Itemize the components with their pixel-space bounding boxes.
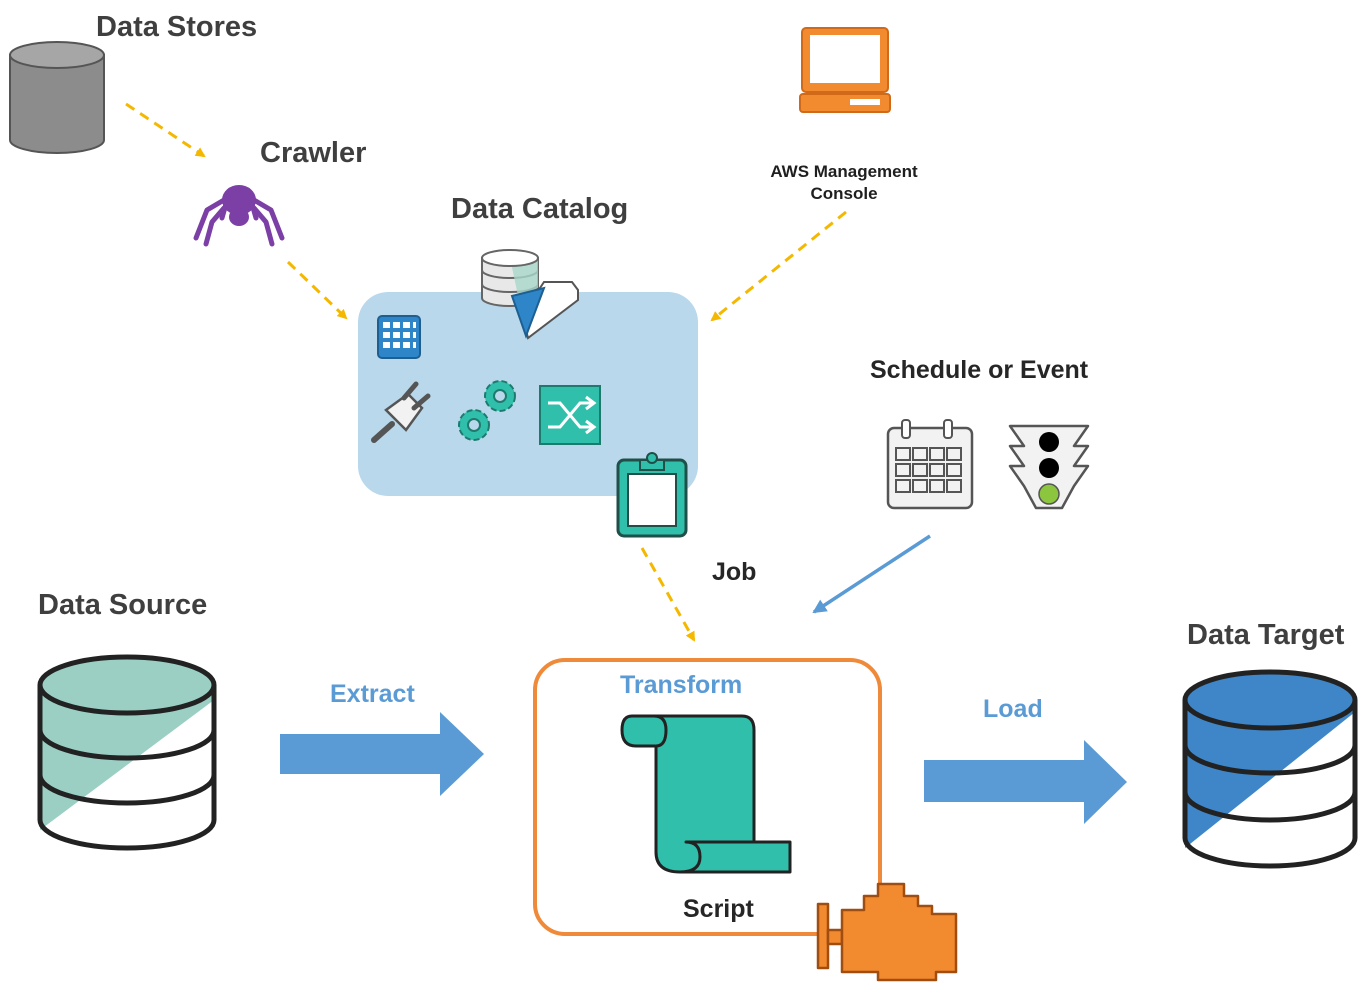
data-source-database-icon bbox=[37, 654, 217, 851]
catalog-to-job-arrow bbox=[640, 547, 696, 642]
data-catalog-label: Data Catalog bbox=[451, 193, 628, 225]
script-label: Script bbox=[683, 895, 755, 923]
aws-console-label-line2: Console bbox=[810, 184, 877, 203]
schedule-or-event-label: Schedule or Event bbox=[870, 356, 1089, 384]
spider-icon bbox=[193, 185, 285, 247]
console-to-catalog-arrow bbox=[710, 210, 847, 322]
load-arrow bbox=[924, 740, 1127, 824]
stores-to-crawler-arrow bbox=[125, 102, 206, 158]
schedule-to-job-arrow bbox=[812, 534, 931, 614]
transform-box bbox=[533, 658, 882, 936]
extract-label: Extract bbox=[330, 680, 415, 708]
load-label: Load bbox=[983, 695, 1043, 723]
data-stores-label: Data Stores bbox=[96, 11, 257, 43]
crawler-to-catalog-arrow bbox=[286, 260, 348, 320]
data-target-database-icon bbox=[1182, 669, 1358, 869]
database-folder-icon bbox=[481, 249, 579, 340]
data-target-label: Data Target bbox=[1187, 619, 1345, 651]
engine-icon bbox=[816, 882, 958, 982]
monitor-icon bbox=[799, 27, 891, 113]
data-catalog-box bbox=[358, 292, 698, 496]
traffic-light-icon bbox=[1008, 424, 1090, 510]
plug-icon bbox=[371, 381, 431, 443]
scroll-icon bbox=[620, 714, 792, 874]
extract-arrow bbox=[280, 712, 484, 796]
shuffle-icon bbox=[539, 385, 601, 445]
transform-label: Transform bbox=[620, 671, 742, 699]
job-label: Job bbox=[712, 558, 756, 586]
aws-console-label-line1: AWS Management bbox=[770, 162, 918, 181]
table-grid-icon bbox=[377, 315, 421, 359]
data-stores-database-icon bbox=[9, 41, 105, 154]
gears-icon bbox=[458, 380, 516, 441]
calendar-icon bbox=[886, 419, 974, 510]
clipboard-icon bbox=[616, 452, 688, 538]
data-source-label: Data Source bbox=[38, 589, 207, 621]
crawler-label: Crawler bbox=[260, 137, 366, 169]
